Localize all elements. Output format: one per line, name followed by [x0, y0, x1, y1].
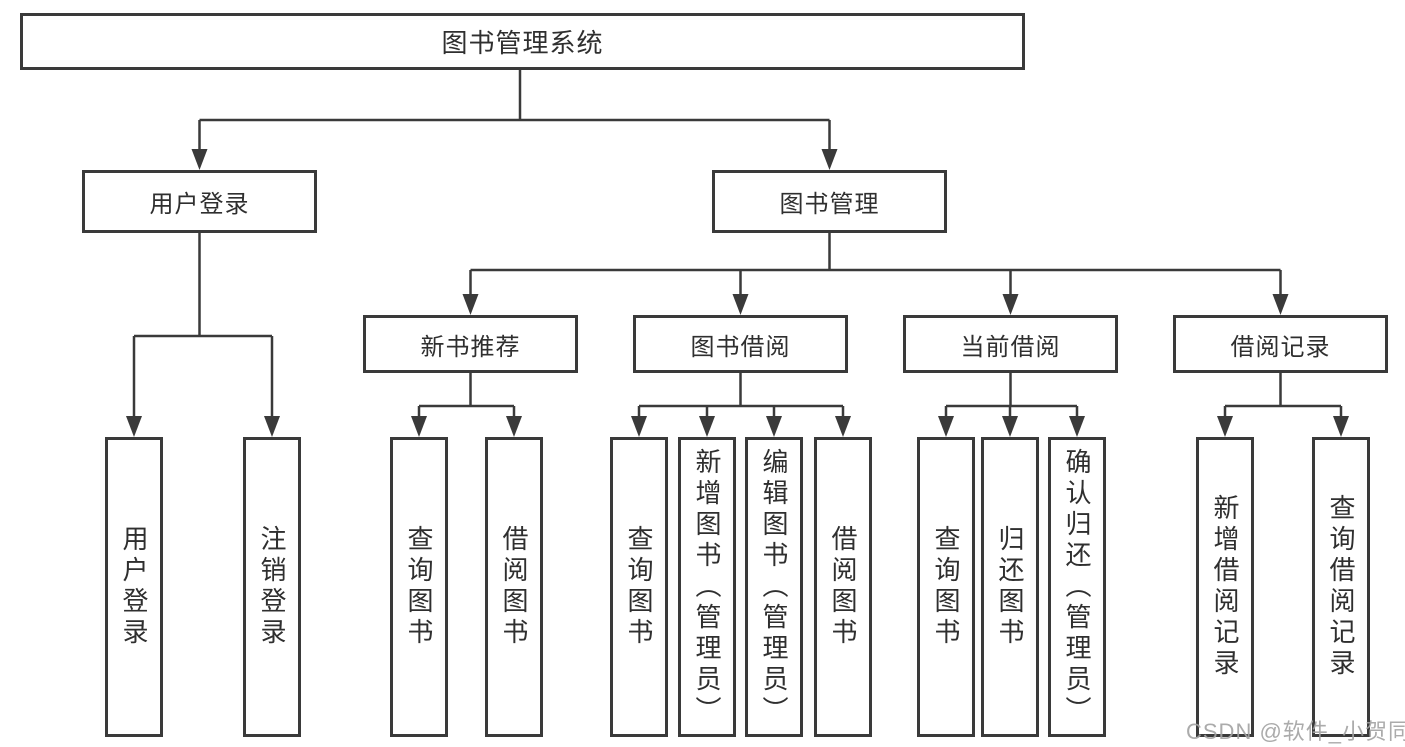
node-user-login: 用户登录 — [82, 170, 317, 233]
leaf-current-return-books-label: 归还图书 — [995, 525, 1025, 649]
leaf-records-query-record-label: 查询借阅记录 — [1326, 494, 1356, 680]
leaf-borrow-edit-books-admin-label: 编辑图书（管理员） — [759, 447, 789, 727]
node-new-book-recommend-label: 新书推荐 — [420, 333, 521, 361]
leaf-recommend-borrow-books-label: 借阅图书 — [499, 525, 529, 649]
leaf-recommend-query-books: 查询图书 — [390, 437, 448, 737]
connector-book-borrow-children — [631, 373, 851, 437]
connector-book-management-sections — [462, 233, 1289, 315]
arrowhead-icon — [1002, 416, 1018, 437]
arrowhead-icon — [126, 416, 142, 437]
node-book-borrow: 图书借阅 — [633, 315, 848, 373]
leaf-recommend-borrow-books: 借阅图书 — [485, 437, 543, 737]
node-book-management: 图书管理 — [712, 170, 947, 233]
arrowhead-icon — [191, 149, 208, 170]
leaf-borrow-borrow-books-label: 借阅图书 — [828, 525, 858, 649]
leaf-current-return-books: 归还图书 — [981, 437, 1039, 737]
arrowhead-icon — [766, 416, 782, 437]
node-current-borrow: 当前借阅 — [903, 315, 1118, 373]
node-library-system: 图书管理系统 — [20, 13, 1025, 70]
leaf-logout: 注销登录 — [243, 437, 301, 737]
leaf-borrow-edit-books-admin: 编辑图书（管理员） — [745, 437, 803, 737]
node-new-book-recommend: 新书推荐 — [363, 315, 578, 373]
node-borrow-records: 借阅记录 — [1173, 315, 1388, 373]
node-borrow-records-label: 借阅记录 — [1230, 333, 1331, 361]
arrowhead-icon — [699, 416, 715, 437]
arrowhead-icon — [462, 294, 479, 315]
leaf-records-query-record: 查询借阅记录 — [1312, 437, 1370, 737]
leaf-current-query-books-label: 查询图书 — [931, 525, 961, 649]
arrowhead-icon — [631, 416, 647, 437]
node-book-borrow-label: 图书借阅 — [690, 333, 791, 361]
node-library-system-label: 图书管理系统 — [441, 28, 604, 58]
arrowhead-icon — [821, 149, 838, 170]
leaf-borrow-add-books-admin-label: 新增图书（管理员） — [692, 447, 722, 727]
arrowhead-icon — [1217, 416, 1233, 437]
leaf-recommend-query-books-label: 查询图书 — [404, 525, 434, 649]
arrowhead-icon — [506, 416, 522, 437]
leaf-records-add-record-label: 新增借阅记录 — [1210, 494, 1240, 680]
leaf-current-confirm-return-admin: 确认归还（管理员） — [1048, 437, 1106, 737]
arrowhead-icon — [411, 416, 427, 437]
leaf-borrow-query-books-label: 查询图书 — [624, 525, 654, 649]
arrowhead-icon — [938, 416, 954, 437]
leaf-borrow-add-books-admin: 新增图书（管理员） — [678, 437, 736, 737]
arrowhead-icon — [1333, 416, 1349, 437]
leaf-current-confirm-return-admin-label: 确认归还（管理员） — [1062, 447, 1092, 727]
csdn-watermark: CSDN @软件_小贺同学 — [1186, 719, 1405, 744]
leaf-user-login: 用户登录 — [105, 437, 163, 737]
arrowhead-icon — [835, 416, 851, 437]
arrowhead-icon — [1002, 294, 1019, 315]
leaf-borrow-query-books: 查询图书 — [610, 437, 668, 737]
leaf-current-query-books: 查询图书 — [917, 437, 975, 737]
connector-current-borrow-children — [938, 373, 1085, 437]
leaf-user-login-label: 用户登录 — [119, 525, 149, 649]
leaf-records-add-record: 新增借阅记录 — [1196, 437, 1254, 737]
arrowhead-icon — [732, 294, 749, 315]
connector-borrow-records-children — [1217, 373, 1349, 437]
arrowhead-icon — [1272, 294, 1289, 315]
node-book-management-label: 图书管理 — [779, 191, 880, 218]
connector-user-login-children — [126, 233, 280, 437]
leaf-logout-label: 注销登录 — [257, 525, 287, 649]
node-current-borrow-label: 当前借阅 — [960, 333, 1061, 361]
connector-new-book-recommend-children — [411, 373, 522, 437]
connector-root-to-branches — [191, 69, 838, 170]
arrowhead-icon — [264, 416, 280, 437]
node-user-login-label: 用户登录 — [149, 191, 250, 218]
leaf-borrow-borrow-books: 借阅图书 — [814, 437, 872, 737]
arrowhead-icon — [1069, 416, 1085, 437]
